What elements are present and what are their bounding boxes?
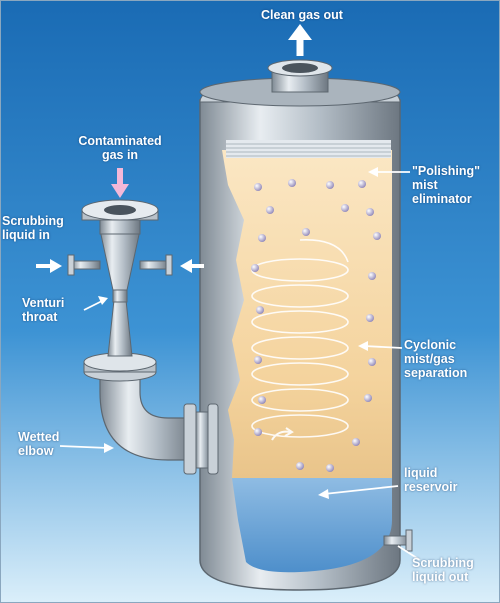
flow-arrows — [36, 24, 421, 561]
liquid-in-arrow-left — [50, 259, 62, 273]
label-polishing-mist-eliminator: "Polishing" mist eliminator — [412, 164, 480, 206]
liquid-outlet-pipe — [383, 529, 413, 552]
label-line: throat — [22, 310, 58, 324]
label-line: Scrubbing — [412, 556, 474, 570]
label-line: Cyclonic — [404, 338, 457, 352]
label-scrubbing-liquid-out: Scrubbing liquid out — [412, 556, 474, 584]
label-line: reservoir — [404, 480, 458, 494]
label-line: Wetted — [18, 430, 60, 444]
mist-eliminator-mesh — [226, 140, 391, 158]
label-line: eliminator — [412, 192, 472, 206]
label-line: gas in — [101, 148, 139, 162]
label-liquid-reservoir: liquid reservoir — [404, 466, 458, 494]
mist-droplets — [251, 179, 381, 472]
liquid-reservoir — [232, 478, 392, 573]
scrubber-vessel — [199, 59, 401, 591]
label-clean-gas-out-text: Clean gas out — [261, 8, 343, 22]
contaminated-gas-arrow — [111, 184, 129, 198]
label-venturi-throat: Venturi throat — [22, 296, 64, 324]
wetted-elbow-pipe — [99, 371, 196, 461]
label-cyclonic-separation: Cyclonic mist/gas separation — [404, 338, 467, 380]
clean-gas-arrow — [288, 24, 312, 40]
venturi-assembly — [67, 199, 219, 475]
label-line: Venturi — [22, 296, 65, 310]
label-line: liquid out — [412, 570, 469, 584]
label-line: liquid — [404, 466, 438, 480]
label-line: Scrubbing — [2, 214, 64, 228]
cyclone-helix — [251, 239, 349, 441]
liquid-in-arrow-right — [180, 259, 192, 273]
label-line: mist/gas — [404, 352, 455, 366]
label-line: "Polishing" — [412, 164, 481, 178]
label-contaminated-gas-in: Contaminated gas in — [70, 134, 170, 162]
mist-zone — [222, 150, 392, 478]
label-scrubbing-liquid-in: Scrubbing liquid in — [2, 214, 64, 242]
label-line: elbow — [18, 444, 54, 458]
label-line: liquid in — [2, 228, 50, 242]
label-wetted-elbow: Wetted elbow — [18, 430, 59, 458]
label-line: separation — [404, 366, 468, 380]
label-line: mist — [412, 178, 438, 192]
label-line: Contaminated — [78, 134, 162, 148]
label-clean-gas-out: Clean gas out — [252, 8, 352, 22]
